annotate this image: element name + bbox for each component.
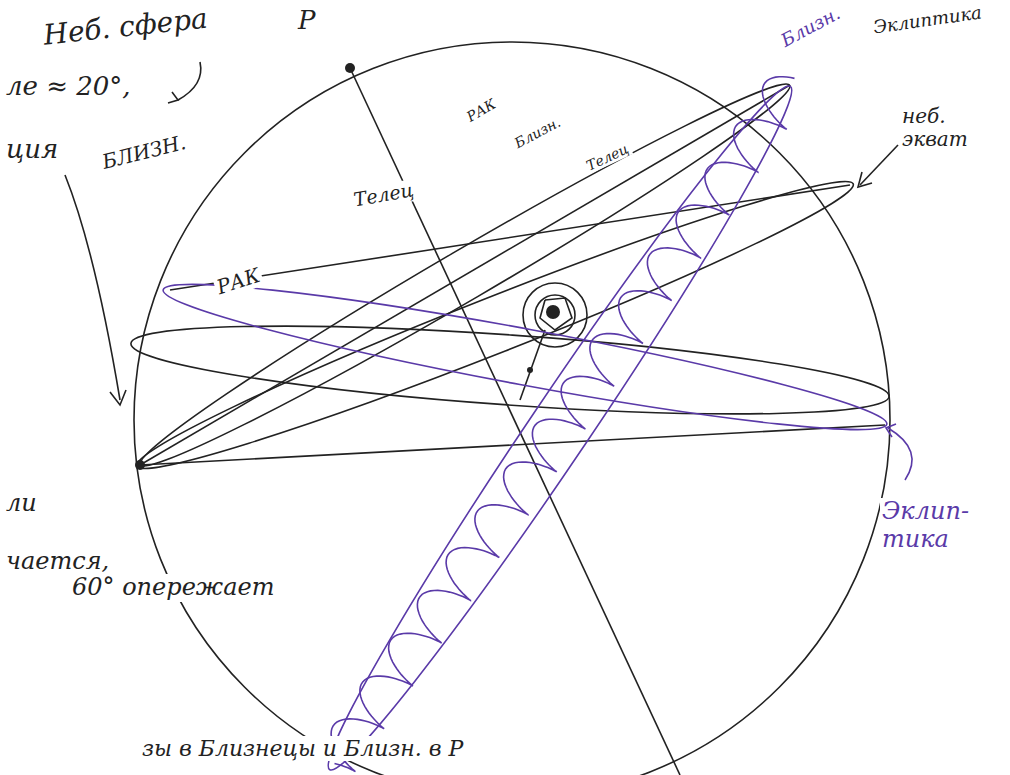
arrow-head: [858, 172, 872, 187]
handwritten-label: ция: [4, 135, 60, 165]
handwritten-label: чается,: [4, 548, 111, 576]
earth-dot: [546, 305, 560, 319]
handwritten-label: ли: [4, 490, 39, 518]
handwritten-label: РАК: [212, 263, 265, 300]
equator-circle: [127, 158, 864, 492]
handwritten-label: Близн.: [776, 2, 845, 52]
arrow-line: [860, 145, 898, 185]
arrow-line: [178, 62, 201, 100]
handwritten-label: РАК: [462, 95, 500, 126]
handwritten-label: ле ≈ 20°,: [4, 72, 133, 102]
ecliptic-circle: [305, 70, 816, 775]
earth-orbit: [535, 295, 575, 335]
arrow-line: [65, 175, 120, 400]
point-dot: [527, 367, 533, 373]
sketch-figure: [540, 298, 572, 330]
handwritten-label: зы в Близнецы и Близн. в Р: [140, 736, 465, 761]
pole-dot: [345, 63, 355, 73]
arrow-head: [110, 390, 126, 405]
sphere-outline: [134, 42, 890, 775]
handwritten-label: Эклиптика: [870, 2, 985, 38]
handwritten-label: 60° опережает: [70, 574, 276, 602]
direction-line: [140, 85, 790, 465]
arrow-head: [168, 92, 178, 103]
earth-orbit: [523, 283, 587, 347]
handwritten-label: Телец: [350, 179, 417, 212]
handwritten-label: Телец: [582, 139, 633, 174]
handwritten-label: Неб. сфера: [40, 2, 211, 52]
orbit-circle: [128, 64, 802, 487]
handwritten-label: БЛИЗН.: [98, 130, 190, 174]
handwritten-label: Близн.: [510, 113, 565, 152]
handwritten-label: неб. экват: [900, 105, 994, 151]
handwritten-label: Эклип- тика: [880, 498, 994, 553]
ecliptic-circle: [158, 262, 892, 451]
direction-line: [170, 185, 850, 290]
zodiac-wave: [331, 77, 794, 772]
leader-line: [520, 330, 545, 400]
arrow-head: [886, 424, 896, 437]
horizon-circle: [128, 309, 891, 432]
point-dot: [135, 460, 145, 470]
world-axis: [350, 68, 680, 775]
handwritten-label: Р: [296, 6, 318, 36]
